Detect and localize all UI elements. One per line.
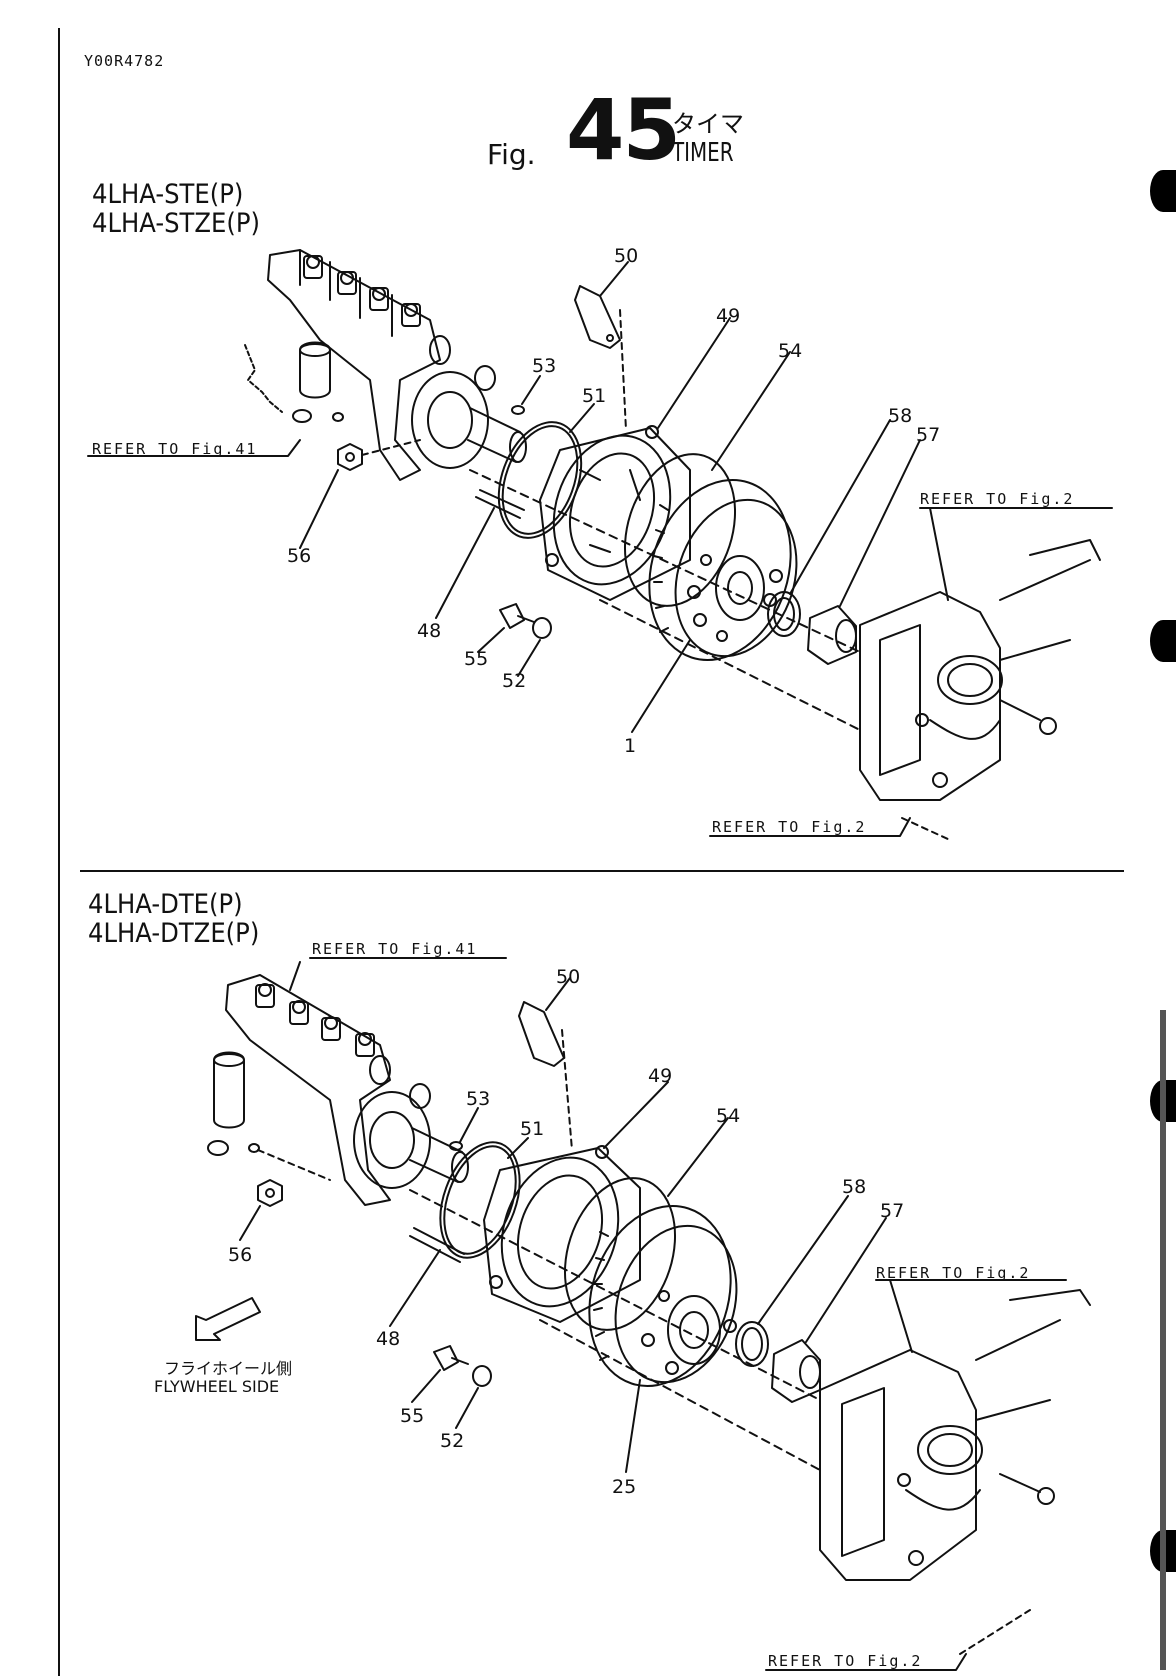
part-48-stud bbox=[410, 1228, 464, 1262]
part-57-sleeve bbox=[772, 1340, 820, 1402]
gear-case bbox=[820, 1290, 1090, 1580]
flywheel-arrow-icon bbox=[196, 1298, 260, 1340]
part-54-oring bbox=[606, 440, 753, 621]
top-assembly bbox=[88, 250, 1112, 840]
part-52-washer bbox=[473, 1366, 491, 1386]
bottom-assembly bbox=[196, 958, 1090, 1670]
part-1-timer-gear bbox=[627, 461, 816, 678]
part-56-nut bbox=[338, 444, 362, 470]
part-57-sleeve bbox=[808, 606, 856, 664]
part-51-oring bbox=[484, 411, 596, 550]
part-52-washer bbox=[533, 618, 551, 638]
injection-pump-body bbox=[226, 975, 468, 1205]
gear-case bbox=[860, 540, 1100, 800]
part-25-timer-gear bbox=[567, 1187, 756, 1404]
part-50-bracket bbox=[519, 1002, 564, 1066]
cap-part bbox=[300, 343, 330, 398]
part-56-nut bbox=[258, 1180, 282, 1206]
